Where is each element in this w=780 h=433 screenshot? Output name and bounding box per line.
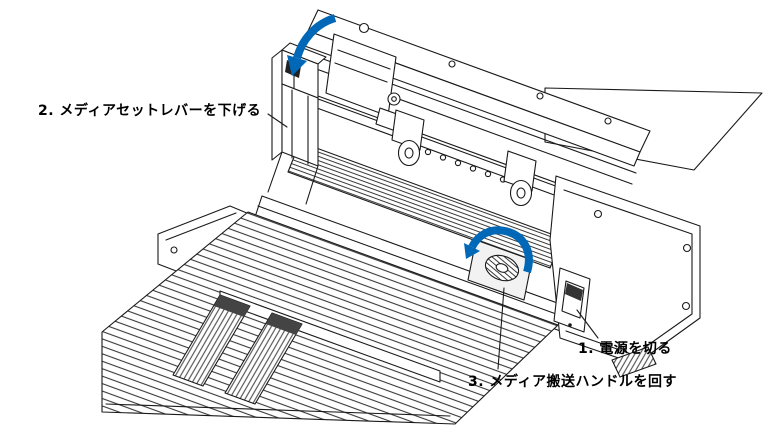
label-step1: 1. 電源を切る (578, 341, 672, 357)
media-guide-blocks (172, 294, 303, 405)
pinch-roller-right (503, 150, 537, 207)
handle-rotate-arrow-icon (464, 226, 533, 274)
pinch-roller-left (391, 109, 425, 167)
right-side-panel (549, 175, 701, 378)
power-switch (553, 267, 591, 333)
platen (287, 141, 563, 269)
rail-screw-icon (604, 117, 612, 125)
media-tray (101, 211, 559, 425)
leader-line-step2 (267, 113, 288, 128)
rail-screw-icon (448, 60, 456, 68)
rail-screw-icon (536, 92, 544, 100)
media-transport-handle (467, 239, 533, 301)
media-set-lever (267, 42, 327, 205)
leader-line-step3 (497, 287, 505, 370)
cutter-carriage (325, 22, 409, 135)
panel-screw-icon (616, 345, 626, 355)
panel-screw-icon (593, 209, 603, 219)
panel-foot (611, 346, 657, 378)
panel-screw-icon (681, 301, 691, 311)
lever-down-arrow-icon (287, 14, 337, 76)
label-step3: 3. メディア搬送ハンドルを回す (468, 374, 677, 390)
leader-line-step1 (576, 309, 599, 339)
panel-screw-icon (682, 243, 692, 253)
label-step2: 2. メディアセットレバーを下げる (38, 103, 262, 119)
platen-hole-row (424, 148, 522, 189)
